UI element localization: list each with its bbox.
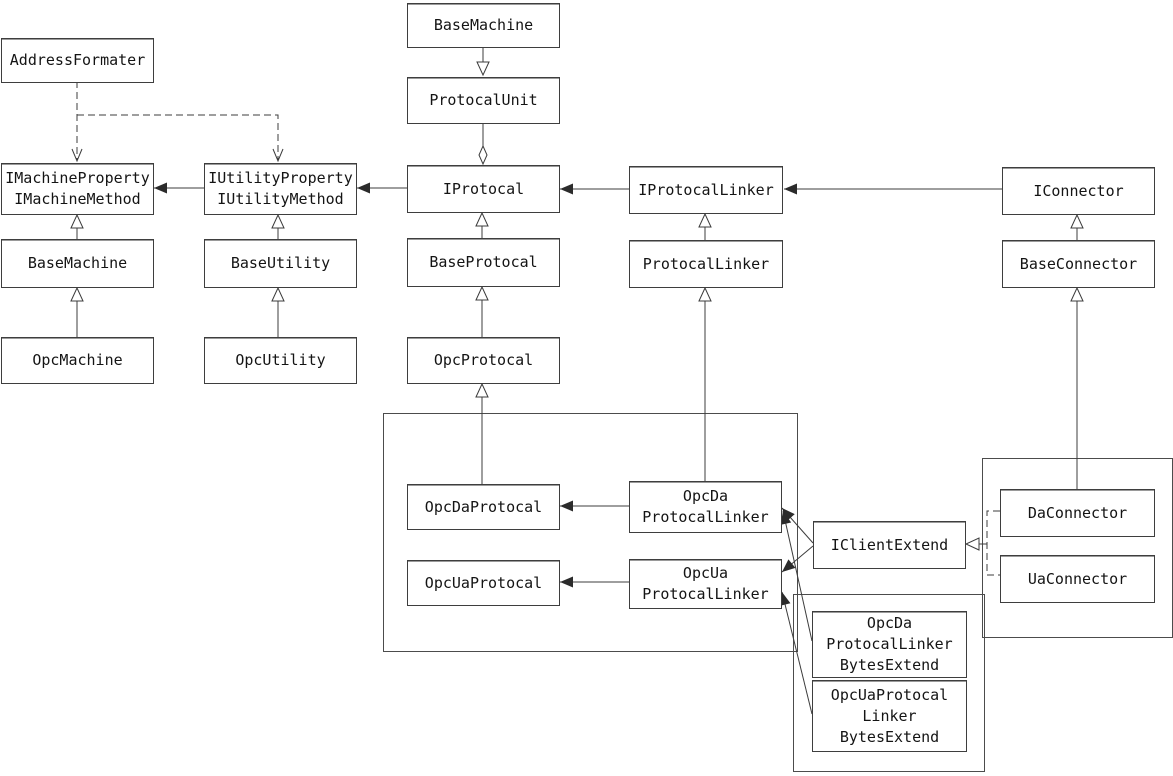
edge-opcuabytes-opcualinker (779, 591, 813, 715)
class-box-iclientextend: IClientExtend (813, 521, 966, 569)
group-box-opc-protocal-linkers (383, 413, 798, 652)
edge-connectors-iclientextend-dashed-path (986, 510, 1000, 576)
edge-opcdabytes-opcdalinker (780, 510, 813, 642)
class-box-basemachine-top: BaseMachine (407, 3, 560, 48)
class-box-imachineproperty: IMachineProperty IMachineMethod (1, 163, 154, 215)
class-box-basemachine: BaseMachine (1, 239, 154, 288)
class-box-iconnector: IConnector (1002, 167, 1155, 215)
class-box-protocalunit: ProtocalUnit (407, 77, 560, 124)
class-box-iprotocallinker: IProtocalLinker (629, 166, 783, 214)
class-box-opcuaprotocallinker: OpcUa ProtocalLinker (629, 559, 782, 609)
class-box-protocallinker: ProtocalLinker (629, 240, 783, 288)
edge-addressformater-iutilityproperty (77, 114, 284, 163)
class-box-baseconnector: BaseConnector (1002, 240, 1155, 288)
class-box-opcmachine: OpcMachine (1, 337, 154, 384)
class-box-addressformater: AddressFormater (1, 38, 154, 83)
group-box-bytes-extend (793, 594, 985, 772)
class-box-iprotocal: IProtocal (407, 165, 560, 213)
class-box-opcprotocal: OpcProtocal (407, 337, 560, 384)
class-box-baseprotocal: BaseProtocal (407, 238, 560, 287)
class-box-opcuaprotocal: OpcUaProtocal (407, 560, 560, 606)
class-box-iutilityproperty: IUtilityProperty IUtilityMethod (204, 163, 357, 215)
class-box-opcdaprotocal: OpcDaProtocal (407, 484, 560, 530)
class-box-opcutility: OpcUtility (204, 337, 357, 384)
class-box-opcdaprotocallinker: OpcDa ProtocalLinker (629, 481, 782, 533)
edge-iclientextend-opcualinker (781, 545, 814, 573)
class-box-opcuaprotocallinkerbytesextend: OpcUaProtocal Linker BytesExtend (812, 680, 967, 752)
class-box-uaconnector: UaConnector (1000, 555, 1155, 603)
class-box-opcdaprotocallinkerbytesextend: OpcDa ProtocalLinker BytesExtend (812, 611, 967, 678)
class-box-baseutility: BaseUtility (204, 239, 357, 288)
class-box-daconnector: DaConnector (1000, 489, 1155, 537)
